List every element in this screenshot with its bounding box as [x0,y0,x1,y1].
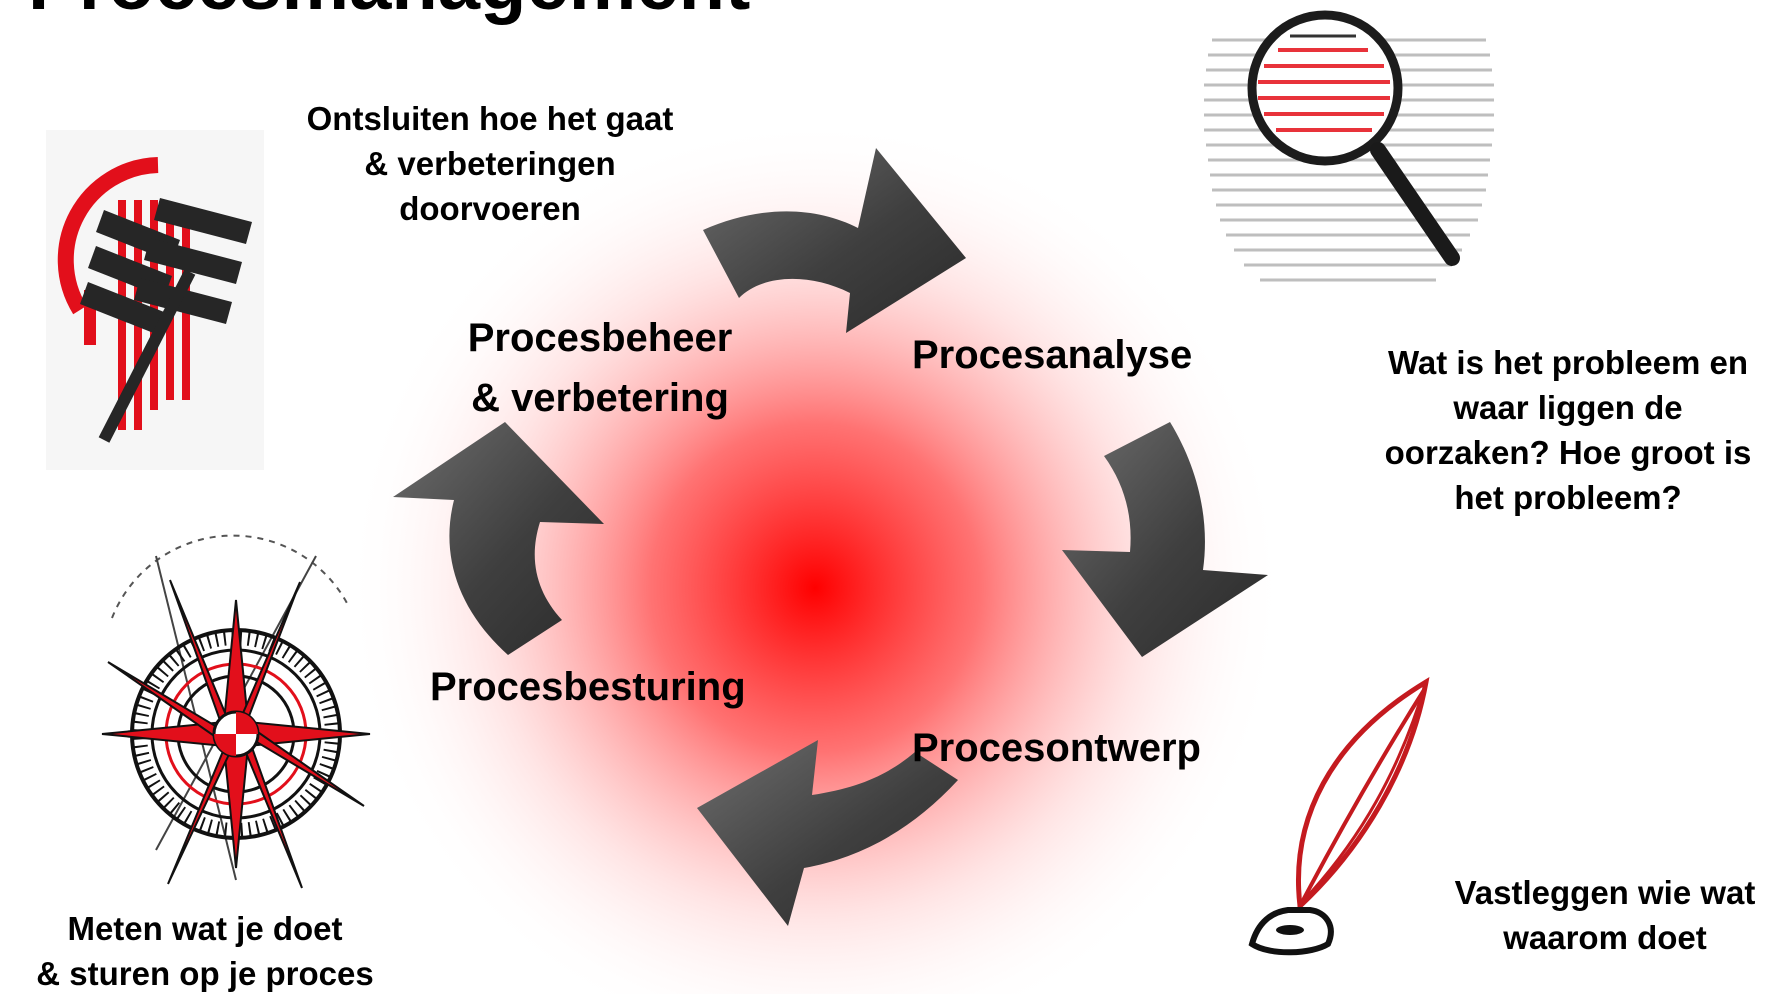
description-line: Wat is het probleem en [1387,344,1748,381]
description-line: doorvoeren [399,190,581,227]
description-procesontwerp: Vastleggen wie wat waarom doet [1410,870,1791,960]
stage-label-procesontwerp: Procesontwerp [912,726,1201,770]
description-line: Vastleggen wie wat [1454,874,1756,911]
description-procesbeheer: Ontsluiten hoe het gaat & verbeteringen … [270,96,710,231]
description-line: & verbeteringen [364,145,616,182]
description-procesanalyse: Wat is het probleem en waar liggen de oo… [1352,340,1784,520]
slide-title: Procesmanagement [28,0,750,27]
stage-label-procesbeheer: Procesbeheer & verbetering [440,308,760,428]
description-line: Meten wat je doet [67,910,343,947]
description-line: Ontsluiten hoe het gaat [306,100,674,137]
stage-label-procesbesturing: Procesbesturing [430,665,746,709]
cycle-arrow-right [1062,422,1268,657]
description-line: waarom doet [1503,919,1707,956]
description-line: oorzaken? Hoe groot is [1384,434,1752,471]
cycle-arrow-left [393,422,604,655]
description-line: het probleem? [1454,479,1682,516]
cycle-arrow-top [703,148,966,333]
stage-label-procesanalyse: Procesanalyse [912,333,1193,377]
description-line: & sturen op je proces [36,955,374,992]
stage-label-line: Procesbeheer [467,316,733,360]
stage-label-line: & verbetering [471,376,729,420]
handle [1370,142,1460,266]
cycle-arrow-bottom [697,740,958,926]
magnified-text [1258,48,1390,132]
description-line: waar liggen de [1453,389,1683,426]
description-procesbesturing: Meten wat je doet & sturen op je proces [0,906,410,996]
